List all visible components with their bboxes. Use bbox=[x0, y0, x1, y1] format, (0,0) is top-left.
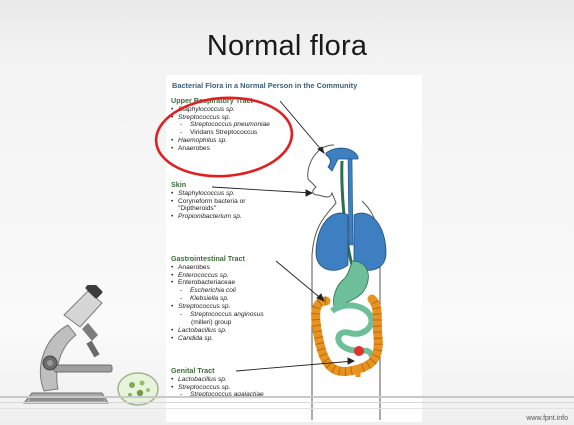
arrow-head bbox=[306, 190, 312, 196]
trachea bbox=[348, 159, 353, 245]
small-intestine bbox=[332, 305, 372, 357]
arrow-gi bbox=[276, 261, 324, 301]
arrow-respiratory bbox=[280, 101, 324, 153]
footer-url: www.fpnt.info bbox=[526, 415, 568, 422]
normal-flora-figure: Bacterial Flora in a Normal Person in th… bbox=[166, 75, 422, 422]
slide-title: Normal flora bbox=[0, 30, 574, 63]
rectum-marker bbox=[354, 346, 364, 356]
anatomy-illustration bbox=[166, 75, 422, 422]
arrow-skin bbox=[212, 187, 312, 193]
footer-decoration bbox=[0, 390, 574, 425]
arrow-head bbox=[348, 358, 354, 364]
